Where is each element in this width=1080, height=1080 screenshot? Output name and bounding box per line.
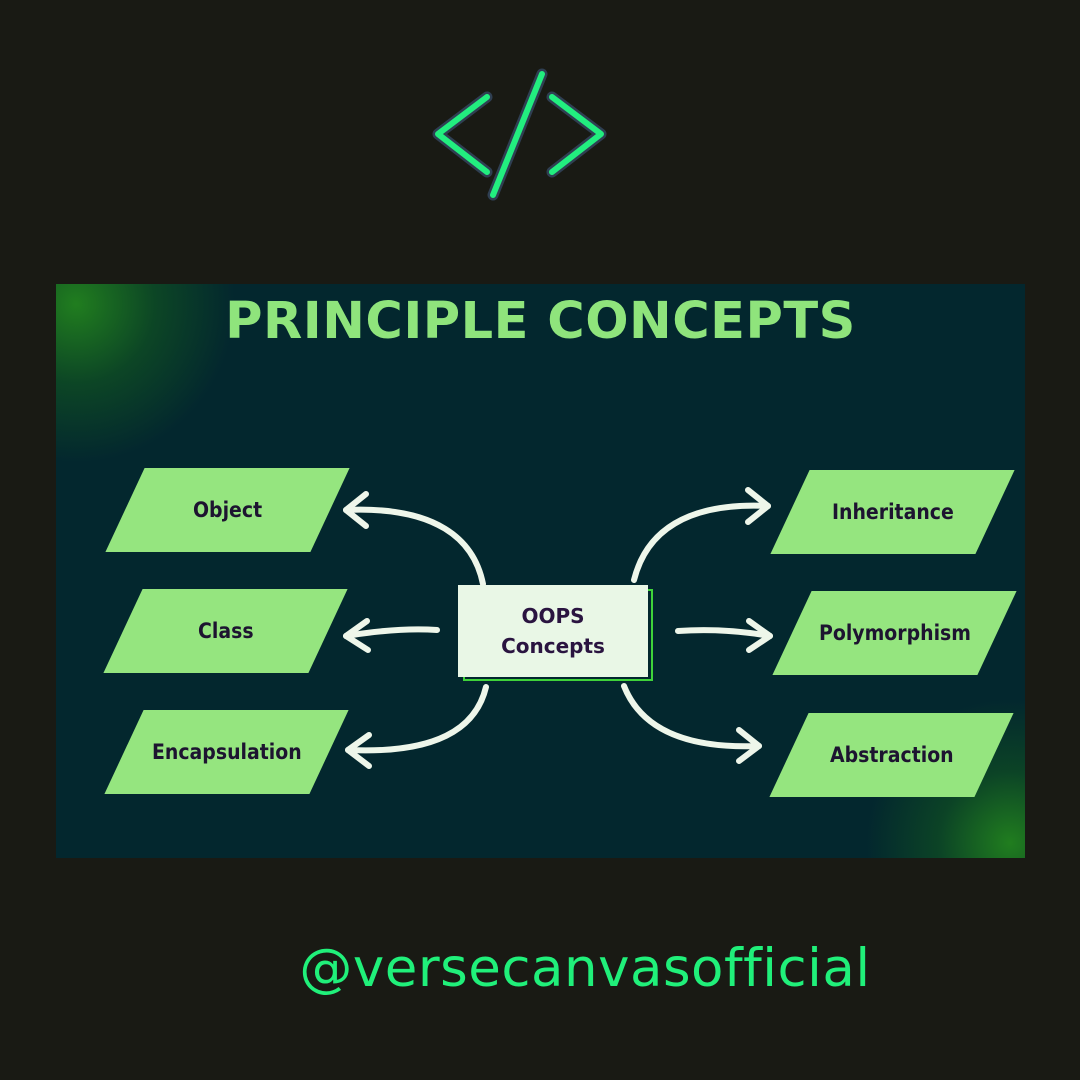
arrowhead-encapsulation [345, 732, 372, 769]
corner-glow-top-left [56, 284, 236, 464]
arrow-to-abstraction [621, 683, 762, 750]
node-abstraction: Abstraction [769, 713, 1014, 797]
arrowhead-inheritance [745, 487, 771, 525]
node-polymorphism-label: Polymorphism [818, 621, 971, 645]
arrowhead-abstraction [736, 727, 762, 764]
node-class-label: Class [197, 619, 254, 643]
connector-arrows [343, 487, 773, 769]
node-abstraction-label: Abstraction [829, 743, 954, 767]
arrow-to-encapsulation [345, 684, 489, 754]
node-encapsulation: Encapsulation [104, 710, 349, 794]
node-inheritance-label: Inheritance [831, 500, 954, 524]
node-class: Class [103, 589, 348, 673]
node-inheritance: Inheritance [770, 470, 1015, 554]
center-line-1: OOPS [521, 604, 585, 628]
arrow-to-polymorphism [675, 627, 773, 639]
panel-title: PRINCIPLE CONCEPTS [225, 292, 856, 351]
node-object: Object [105, 468, 350, 552]
arrow-to-class [343, 626, 440, 639]
node-encapsulation-label: Encapsulation [151, 740, 302, 764]
arrowhead-class [343, 618, 371, 653]
node-object-label: Object [192, 498, 263, 522]
arrow-to-object [343, 506, 486, 587]
node-polymorphism: Polymorphism [772, 591, 1017, 675]
code-brackets-icon [432, 68, 607, 201]
arrowhead-object [343, 491, 369, 529]
concepts-panel: PRINCIPLE CONCEPTS Object Class [56, 284, 1025, 858]
arrowhead-polymorphism [746, 618, 773, 653]
social-handle: @versecanvasofficial [299, 938, 871, 999]
center-node-oops: OOPS Concepts [458, 585, 648, 677]
center-line-2: Concepts [501, 634, 605, 658]
arrow-to-inheritance [631, 502, 771, 583]
